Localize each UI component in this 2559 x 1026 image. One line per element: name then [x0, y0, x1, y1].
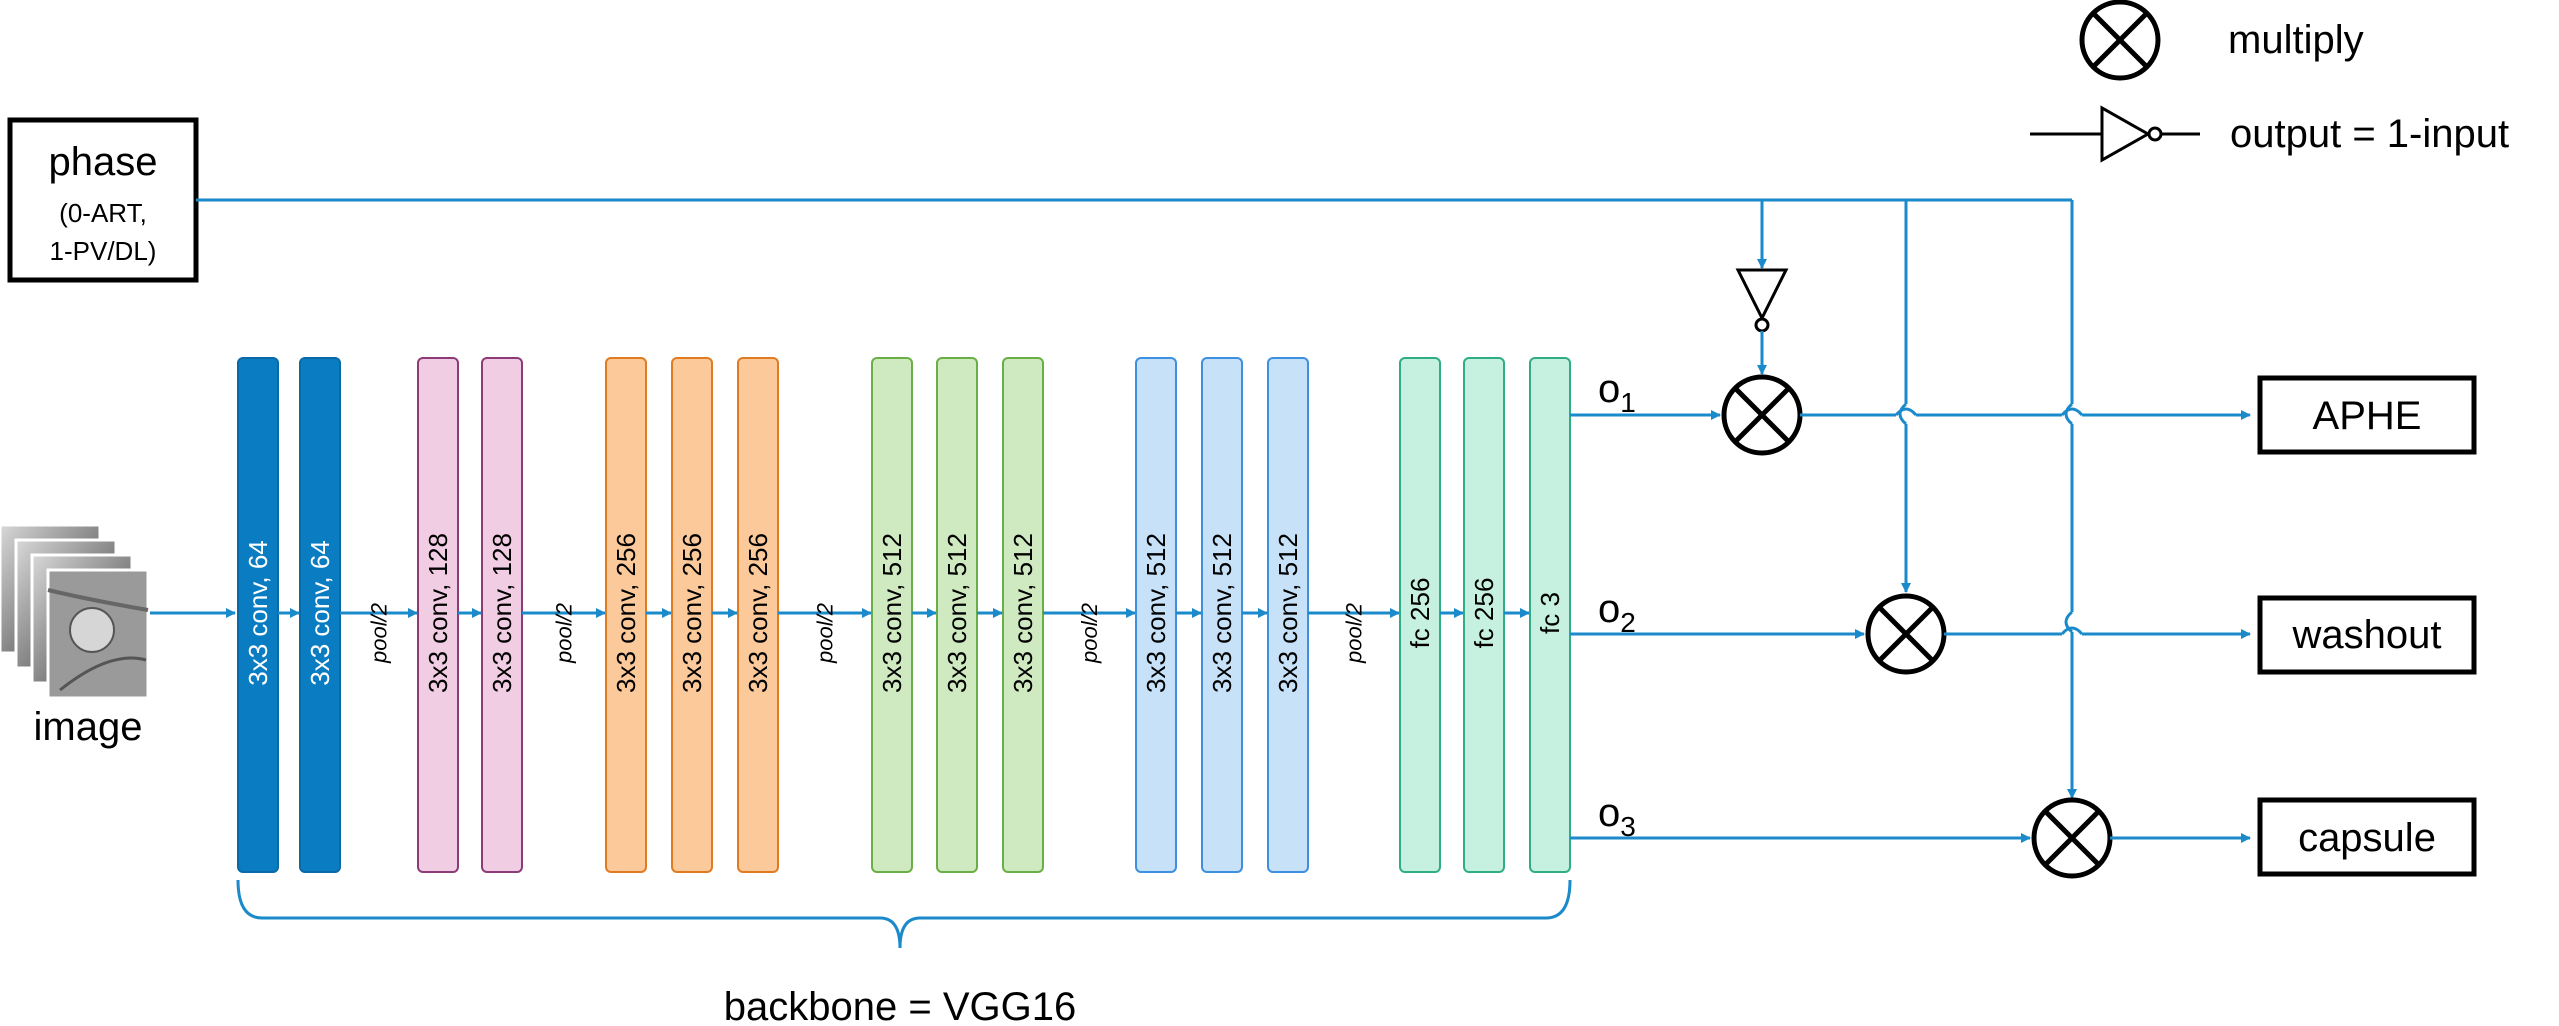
layer-label: 3x3 conv, 128 — [423, 533, 453, 693]
washout-label: washout — [2292, 613, 2442, 657]
layer-label: 3x3 conv, 512 — [942, 533, 972, 693]
layer-block — [417, 357, 459, 873]
layer-block — [871, 357, 913, 873]
pool-label: pool/2 — [552, 603, 577, 664]
phase-value-pv-dl: 1-PV/DL) — [50, 236, 157, 266]
layer-label: 3x3 conv, 512 — [1008, 533, 1038, 693]
output-o2-label: o2 — [1598, 587, 1636, 638]
output-o2: o2 washout — [1570, 587, 2477, 675]
not-gate-legend-icon — [2030, 105, 2200, 163]
layer-label: 3x3 conv, 64 — [305, 540, 335, 686]
multiply-legend-icon — [2079, 0, 2161, 81]
pool-label: pool/2 — [367, 603, 392, 664]
layer-block — [1529, 357, 1571, 873]
not-gate-icon — [1735, 268, 1789, 375]
phase-value-art: (0-ART, — [59, 198, 147, 228]
pool-label: pool/2 — [813, 603, 838, 664]
layer-block — [1463, 357, 1505, 873]
layer-block — [1002, 357, 1044, 873]
layer-label: fc 3 — [1535, 592, 1565, 634]
layer-block — [1267, 357, 1309, 873]
phase-input-box: phase (0-ART, 1-PV/DL) — [7, 117, 199, 283]
layer-label: fc 256 — [1405, 578, 1435, 649]
layer-16: fc 3 — [1529, 357, 1571, 873]
capsule-output-box — [2257, 797, 2477, 877]
legend: multiply output = 1-input — [2030, 0, 2509, 163]
layer-4: 3x3 conv, 128 — [481, 357, 523, 873]
layer-label: 3x3 conv, 512 — [1273, 533, 1303, 693]
vgg16-layers: 3x3 conv, 64 3x3 conv, 64 3x3 conv, 128 3x3… — [237, 357, 1571, 873]
layer-9: 3x3 conv, 512 — [936, 357, 978, 873]
output-o3-label: o3 — [1598, 791, 1636, 842]
layer-7: 3x3 conv, 256 — [737, 357, 779, 873]
layer-label: 3x3 conv, 512 — [1141, 533, 1171, 693]
layer-label: 3x3 conv, 256 — [743, 533, 773, 693]
layer-block — [936, 357, 978, 873]
pool-labels: pool/2 pool/2 pool/2 pool/2 pool/2 — [367, 603, 1367, 664]
layer-block — [1399, 357, 1441, 873]
multiply-legend-label: multiply — [2228, 18, 2364, 62]
layer-label: 3x3 conv, 256 — [611, 533, 641, 693]
layer-1: 3x3 conv, 64 — [237, 357, 279, 873]
phase-title: phase — [49, 140, 158, 184]
output-o1: o1 APHE — [1570, 367, 2477, 456]
aphe-label: APHE — [2313, 394, 2422, 438]
layer-14: fc 256 — [1399, 357, 1441, 873]
layer-6: 3x3 conv, 256 — [671, 357, 713, 873]
layer-label: 3x3 conv, 512 — [1207, 533, 1237, 693]
input-image-stack — [0, 523, 150, 700]
layer-5: 3x3 conv, 256 — [605, 357, 647, 873]
layer-8: 3x3 conv, 512 — [871, 357, 913, 873]
layer-11: 3x3 conv, 512 — [1135, 357, 1177, 873]
not-gate-legend-label: output = 1-input — [2230, 112, 2509, 156]
capsule-label: capsule — [2298, 816, 2436, 860]
layer-label: 3x3 conv, 64 — [243, 540, 273, 686]
layer-13: 3x3 conv, 512 — [1267, 357, 1309, 873]
output-o3: o3 capsule — [1570, 791, 2477, 879]
layer-block — [1135, 357, 1177, 873]
layer-block — [1201, 357, 1243, 873]
layer-label: fc 256 — [1469, 578, 1499, 649]
layer-label: 3x3 conv, 256 — [677, 533, 707, 693]
layer-block — [605, 357, 647, 873]
layer-block — [481, 357, 523, 873]
layer-label: 3x3 conv, 128 — [487, 533, 517, 693]
image-label: image — [34, 705, 143, 749]
multiply-icon-3 — [2031, 797, 2113, 879]
multiply-icon-2 — [1865, 593, 1947, 675]
layer-12: 3x3 conv, 512 — [1201, 357, 1243, 873]
layer-block — [237, 357, 279, 873]
layer-block — [671, 357, 713, 873]
aphe-output-box — [2257, 375, 2477, 455]
layer-2: 3x3 conv, 64 — [299, 357, 341, 873]
layer-label: 3x3 conv, 512 — [877, 533, 907, 693]
backbone-brace — [236, 879, 1572, 949]
pool-label: pool/2 — [1077, 603, 1102, 664]
pool-label: pool/2 — [1342, 603, 1367, 664]
output-o1-label: o1 — [1598, 367, 1636, 418]
layer-3: 3x3 conv, 128 — [417, 357, 459, 873]
phase-wires — [196, 198, 2077, 799]
layer-15: fc 256 — [1463, 357, 1505, 873]
layer-block — [737, 357, 779, 873]
multiply-icon-1 — [1721, 374, 1803, 456]
washout-output-box — [2257, 595, 2477, 675]
layer-10: 3x3 conv, 512 — [1002, 357, 1044, 873]
layer-block — [299, 357, 341, 873]
backbone-label: backbone = VGG16 — [724, 985, 1076, 1026]
